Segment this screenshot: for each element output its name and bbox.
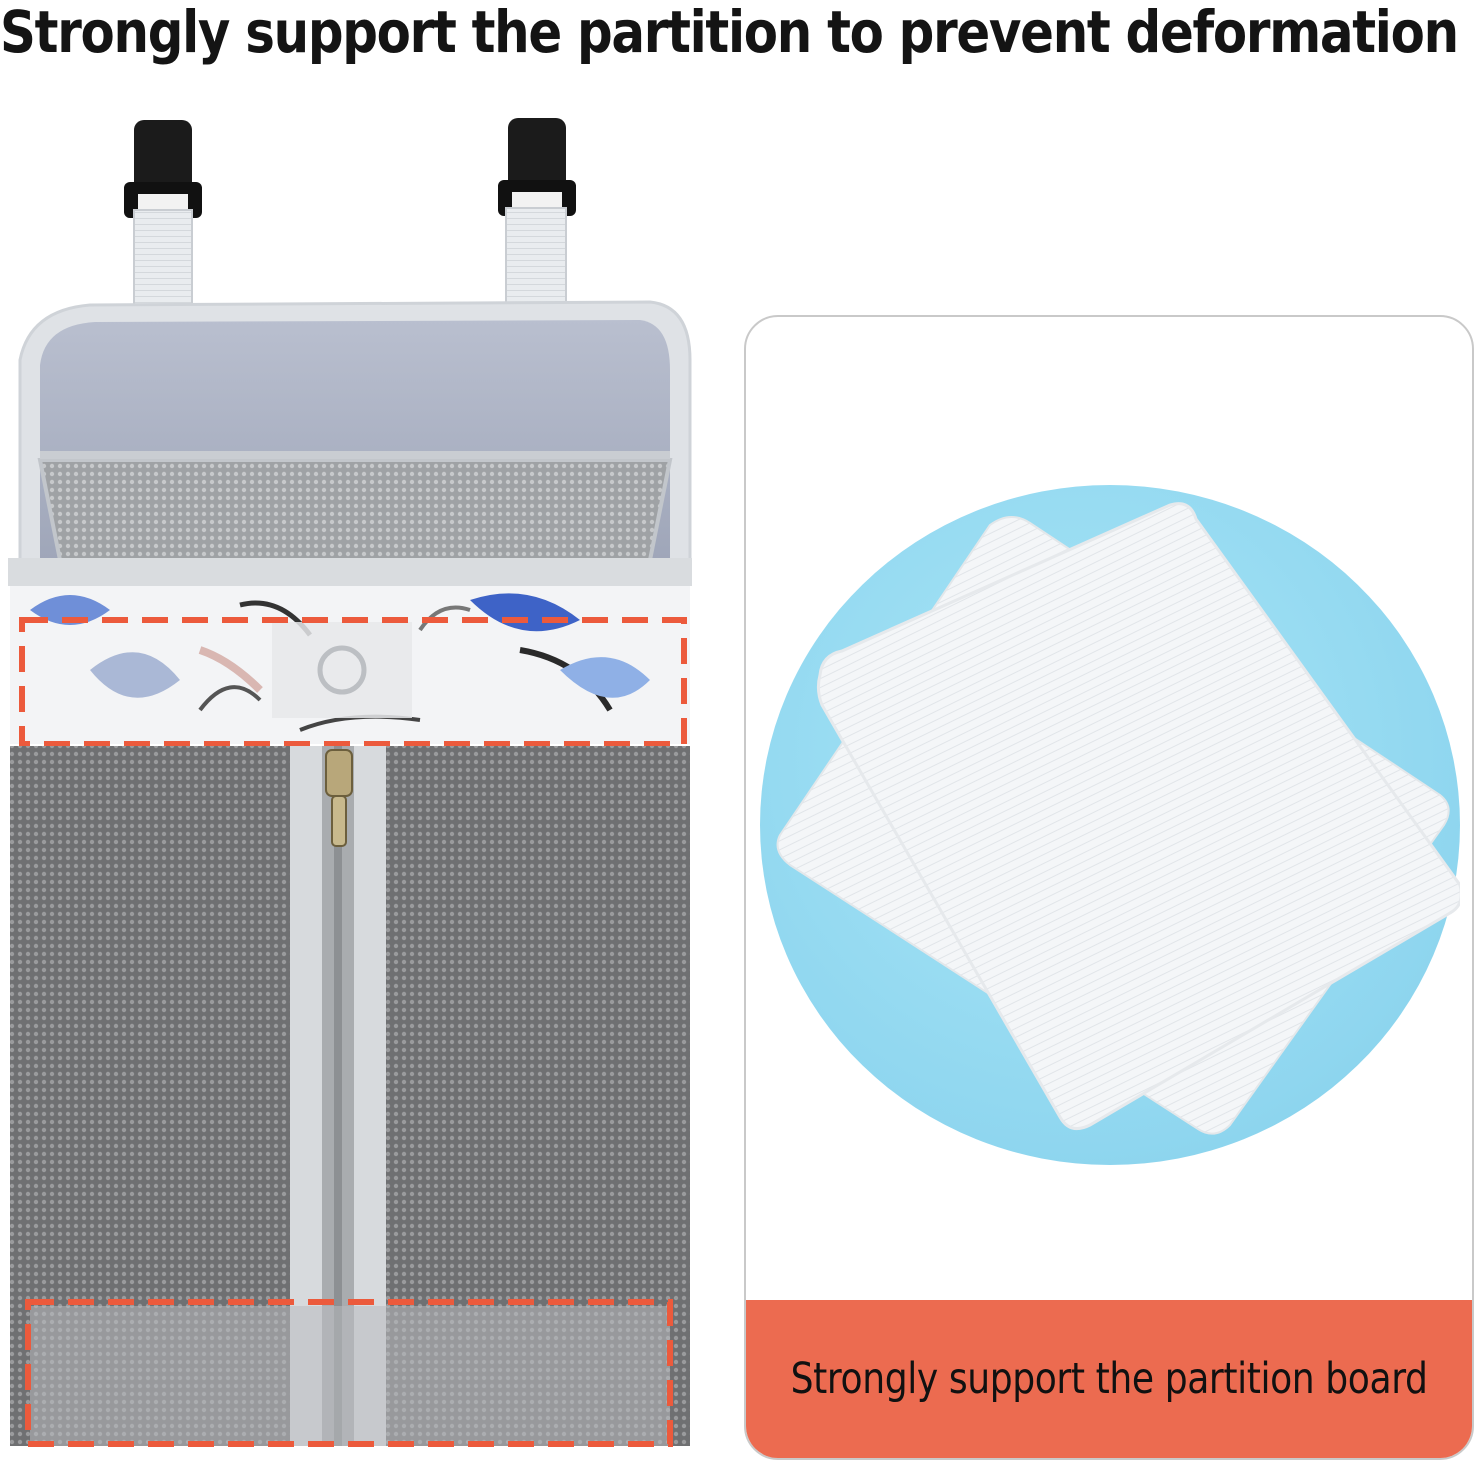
partition-board-card: Strongly support the partition board xyxy=(744,315,1474,1460)
partition-outline-top xyxy=(19,617,687,747)
page-headline: Strongly support the partition to preven… xyxy=(0,0,1459,66)
hook-icon-left xyxy=(124,120,202,218)
caption-text: Strongly support the partition board xyxy=(790,1354,1428,1404)
partition-board-front xyxy=(816,502,1460,1131)
front-top-trim xyxy=(8,558,692,586)
caption-band: Strongly support the partition board xyxy=(746,1300,1472,1458)
strap-right xyxy=(505,207,567,311)
brand-tag-icon xyxy=(272,622,412,718)
partition-outline-bottom xyxy=(25,1299,673,1447)
hook-icon-right xyxy=(498,118,576,216)
floral-print-band xyxy=(10,586,690,744)
organizer-bag-illustration xyxy=(0,110,700,1460)
board-circle-backdrop xyxy=(760,485,1460,1165)
strap-left xyxy=(133,209,193,311)
inner-mesh-pocket xyxy=(37,458,673,562)
